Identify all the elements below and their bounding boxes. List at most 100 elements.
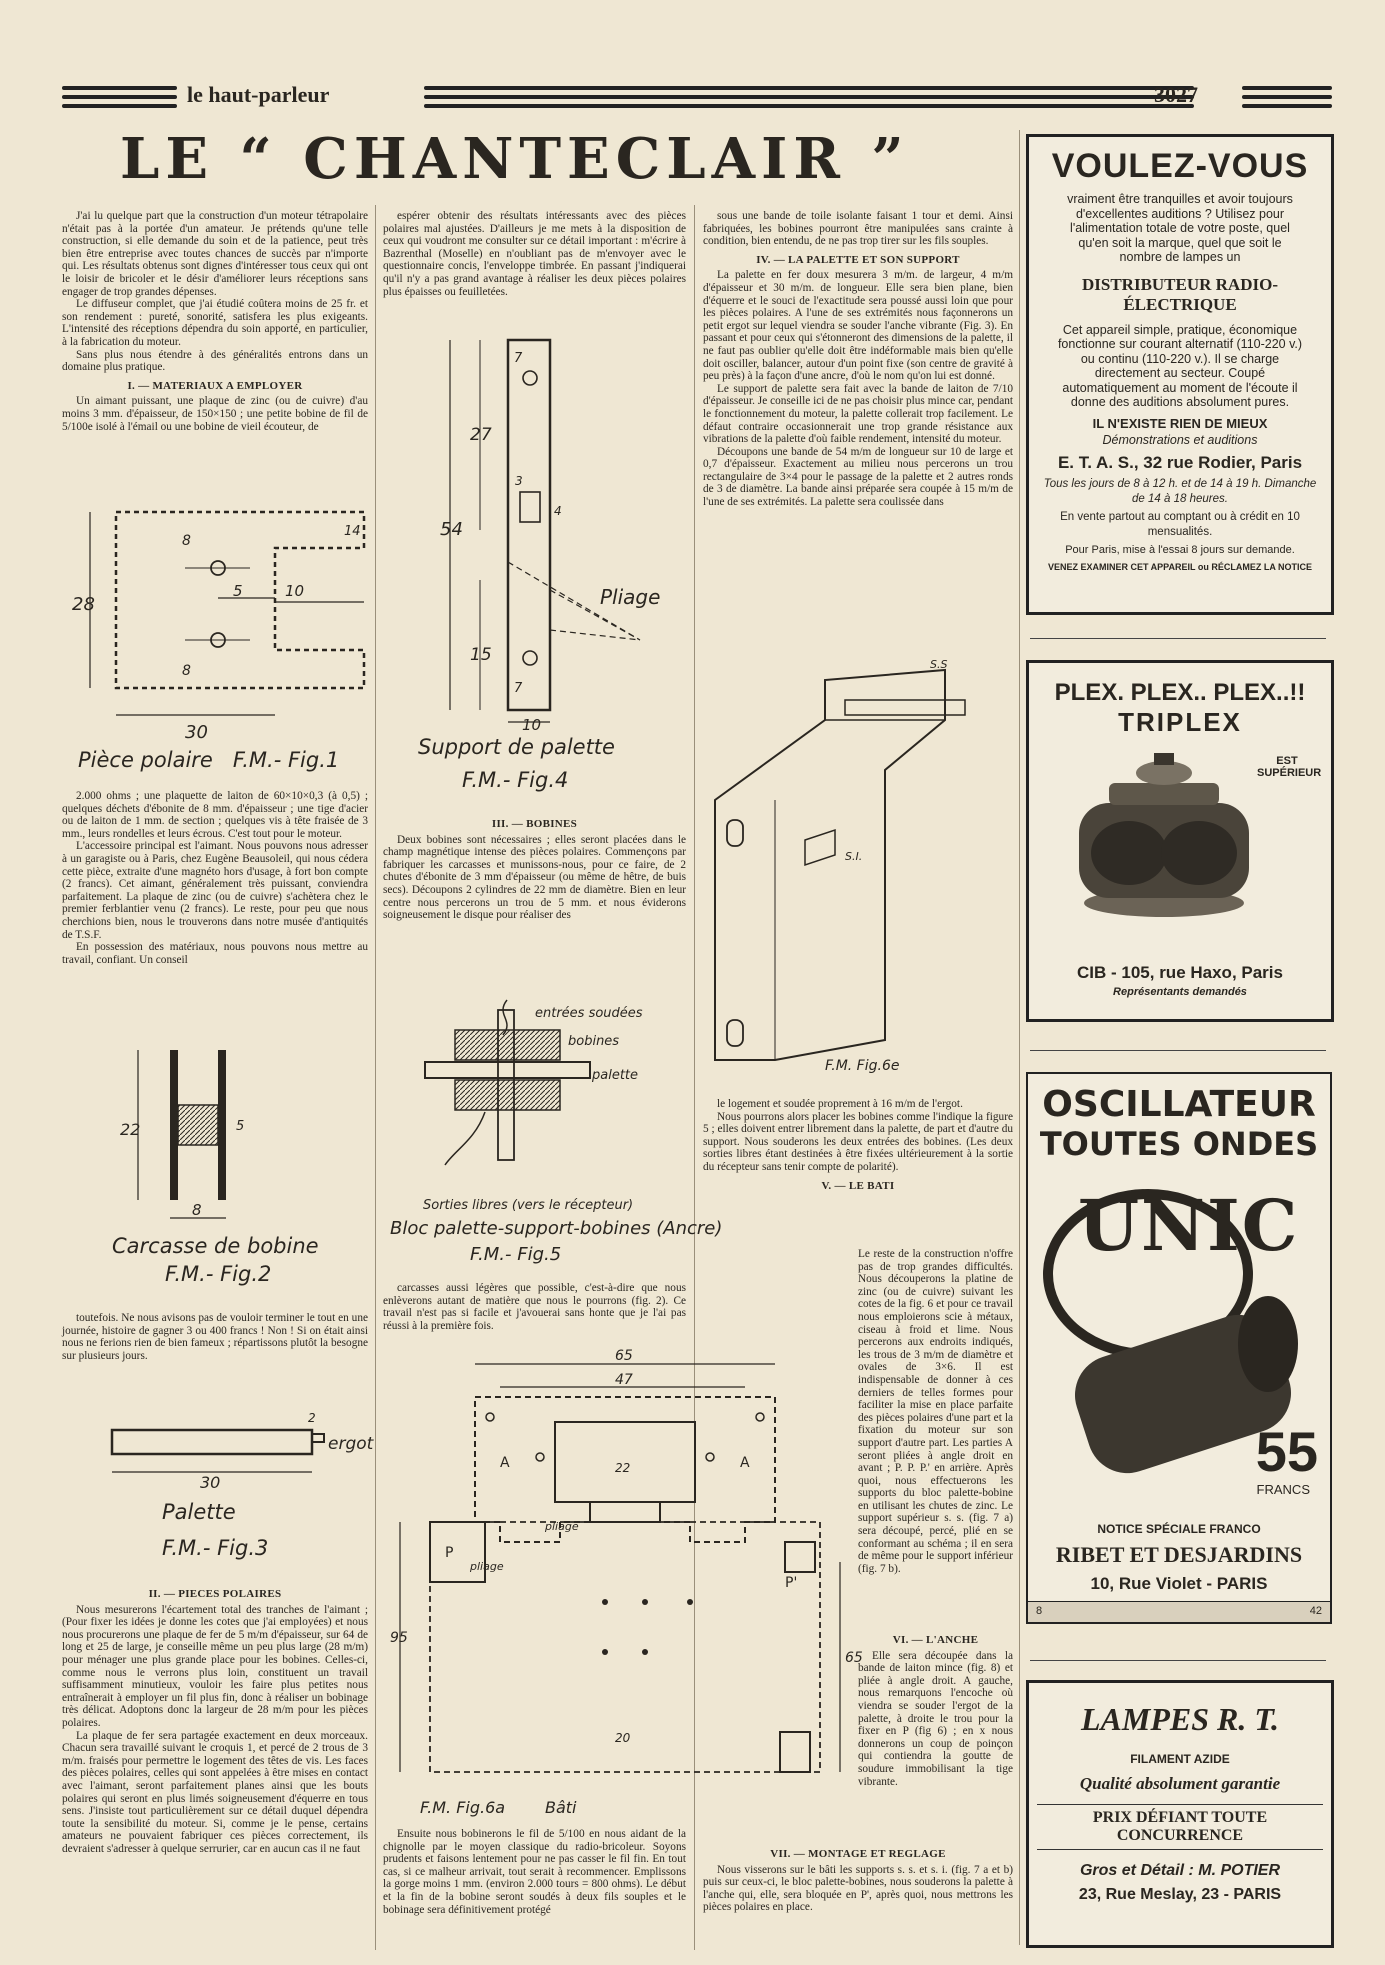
paragraph: Nous visserons sur le bâti les supports … — [703, 1863, 1013, 1914]
ad-brand: TRIPLEX — [1118, 707, 1242, 737]
column-1-top: J'ai lu quelque part que la construction… — [62, 210, 368, 433]
section-heading: VI. — L'ANCHE — [892, 1634, 979, 1646]
dim-label: 14 — [344, 524, 361, 539]
paragraph: Elle sera découpée dans la bande de lait… — [858, 1649, 1013, 1788]
dim-label: 47 — [615, 1372, 633, 1388]
article-title: LE “ CHANTECLAIR ” — [120, 126, 910, 192]
part-label: A — [740, 1455, 750, 1471]
column-1-lower: toutefois. Ne nous avisons pas de vouloi… — [62, 1312, 368, 1362]
oscillator-illustration — [1043, 1189, 1298, 1474]
paragraph: La palette en fer doux mesurera 3 m/m. d… — [703, 269, 1013, 383]
figure-3-caption: Palette — [162, 1500, 236, 1524]
figure-2-number: F.M.- Fig.2 — [165, 1262, 272, 1286]
fig5-label-bobines: bobines — [568, 1034, 620, 1049]
column-2-top: espérer obtenir des résultats intéressan… — [383, 210, 686, 298]
figure-6e-number: F.M. Fig.6e — [825, 1058, 900, 1074]
ad-text: vraiment être tranquilles et avoir toujo… — [1067, 192, 1293, 264]
part-label: P' — [785, 1575, 797, 1591]
paragraph: 2.000 ohms ; une plaquette de laiton de … — [62, 790, 368, 840]
dim-label: 65 — [615, 1348, 633, 1364]
dim-label: 5 — [236, 1119, 244, 1134]
ad-address: CIB - 105, rue Haxo, Paris — [1077, 963, 1283, 982]
figure-5-number: F.M.- Fig.5 — [470, 1244, 562, 1265]
fig5-label-entrees: entrées soudées — [535, 1006, 643, 1021]
dim-label: 22 — [120, 1120, 140, 1139]
fig6a-pliage-label: pliage — [545, 1520, 579, 1533]
dim-label: 20 — [615, 1731, 631, 1745]
ad-logo: UNIC — [1078, 1184, 1300, 1267]
header-rule-left — [62, 86, 177, 108]
paragraph: En possession des matériaux, nous pouvon… — [62, 941, 368, 966]
paragraph: Nous pourrons alors placer les bobines c… — [703, 1110, 1013, 1173]
figure-6a-number: F.M. Fig.6a — [420, 1798, 506, 1817]
ad-headline: VOULEZ-VOUS — [1051, 147, 1309, 185]
page-number: 3027 — [1154, 82, 1198, 107]
dim-label: 4 — [554, 504, 562, 518]
ad-footer: VENEZ EXAMINER CET APPAREIL ou RÉCLAMEZ … — [1047, 561, 1312, 572]
ad-distributeur: VOULEZ-VOUS vraiment être tranquilles et… — [1026, 134, 1334, 615]
dim-label: 7 — [514, 351, 523, 366]
figure-4-palette-support: 54 27 15 10 7 7 3 4 — [440, 338, 641, 734]
ad-headline: PLEX. PLEX.. PLEX..!! — [1054, 679, 1306, 706]
ad-triplex: PLEX. PLEX.. PLEX..!! TRIPLEX EST SUPÉRI… — [1026, 660, 1334, 1022]
ad-notice: NOTICE SPÉCIALE FRANCO — [1097, 1522, 1261, 1536]
section-heading: VII. — MONTAGE ET REGLAGE — [770, 1848, 946, 1860]
part-label: A — [500, 1455, 510, 1471]
ad-company: RIBET ET DESJARDINS — [1055, 1542, 1303, 1567]
dim-label: 30 — [200, 1473, 220, 1492]
dim-label: 27 — [470, 425, 492, 445]
ad-lampes-rt: LAMPES R. T. FILAMENT AZIDE Qualité abso… — [1026, 1680, 1334, 1948]
dim-label: 8 — [192, 1201, 202, 1219]
figure-title: Pièce polaire — [78, 748, 213, 772]
column-1-middle: 2.000 ohms ; une plaquette de laiton de … — [62, 790, 368, 966]
paragraph: Le reste de la construction n'offre pas … — [858, 1248, 1013, 1575]
dim-label: 22 — [615, 1461, 630, 1475]
column-rule — [694, 205, 695, 1950]
dim-label: 3 — [515, 474, 523, 488]
section-heading: IV. — LA PALETTE ET SON SUPPORT — [756, 253, 960, 266]
fig6-ss-label: S.S — [930, 658, 947, 671]
paragraph: sous une bande de toile isolante faisant… — [703, 210, 1013, 248]
ad-demo: Démonstrations et auditions — [1102, 432, 1258, 447]
paragraph: toutefois. Ne nous avisons pas de vouloi… — [62, 1312, 368, 1362]
fig5-label-palette: palette — [592, 1068, 639, 1083]
ad-hours: Tous les jours de 8 à 12 h. et de 14 à 1… — [1043, 478, 1317, 505]
figure-5-caption: Bloc palette-support-bobines (Ancre) — [390, 1218, 723, 1239]
ad-headline: LAMPES R. T. — [1081, 1701, 1279, 1737]
pliage-label: Pliage — [600, 585, 661, 609]
ad-brand: DISTRIBUTEUR RADIO-ÉLECTRIQUE — [1081, 274, 1278, 314]
dim-label: 95 — [390, 1630, 408, 1646]
ad-text: Gros et Détail : M. POTIER — [1079, 1862, 1281, 1879]
paragraph: carcasses aussi légères que possible, c'… — [383, 1282, 686, 1332]
ad-currency: FRANCS — [1256, 1482, 1310, 1497]
header-rule-right — [1242, 86, 1332, 108]
masthead: le haut-parleur — [187, 82, 330, 107]
dim-label: 15 — [470, 645, 492, 665]
column-3-bati-full: Le reste de la construction n'offre pas … — [703, 1248, 1013, 1575]
paragraph: Découpons une bande de 54 m/m de longueu… — [703, 445, 1013, 509]
column-1-bottom: II. — PIECES POLAIRES Nous mesurerons l'… — [62, 1582, 368, 1855]
column-3-anche: VI. — L'ANCHE Elle sera découpée dans la… — [858, 1628, 1013, 1788]
ad-headline-2: TOUTES ONDES — [1039, 1125, 1319, 1163]
ad-text: 23, Rue Meslay, 23 - PARIS — [1078, 1886, 1282, 1903]
ad-code-strip: 8 42 — [1028, 1601, 1330, 1622]
figure-2-coil-frame: 22 8 5 — [120, 1050, 244, 1219]
ad-slogan: IL N'EXISTE RIEN DE MIEUX — [1092, 415, 1268, 431]
paragraph: Un aimant puissant, une plaque de zinc (… — [62, 395, 368, 433]
figure-4-caption: Support de palette — [418, 735, 615, 759]
figure-6e-frame-perspective: S.S S.I. — [714, 658, 966, 1061]
dim-label: 30 — [185, 722, 208, 743]
fig6-si-label: S.I. — [845, 850, 862, 863]
fig5-label-sorties: Sorties libres (vers le récepteur) — [423, 1198, 634, 1213]
dim-label: 10 — [285, 582, 304, 600]
ad-text: FILAMENT AZIDE — [1130, 1752, 1230, 1766]
ad-separator — [1030, 1050, 1326, 1051]
figure-6a-caption: Bâti — [545, 1798, 577, 1817]
column-2-lower: carcasses aussi légères que possible, c'… — [383, 1282, 686, 1332]
ad-tag: EST SUPÉRIEUR — [1257, 755, 1322, 779]
figure-2-caption: Carcasse de bobine — [112, 1234, 319, 1258]
paragraph: Ensuite nous bobinerons le fil de 5/100 … — [383, 1828, 686, 1916]
ad-oscillateur-unic: OSCILLATEUR TOUTES ONDES UNIC 55 FRANCS … — [1026, 1072, 1332, 1624]
figure-title: Carcasse de bobine — [112, 1234, 319, 1258]
